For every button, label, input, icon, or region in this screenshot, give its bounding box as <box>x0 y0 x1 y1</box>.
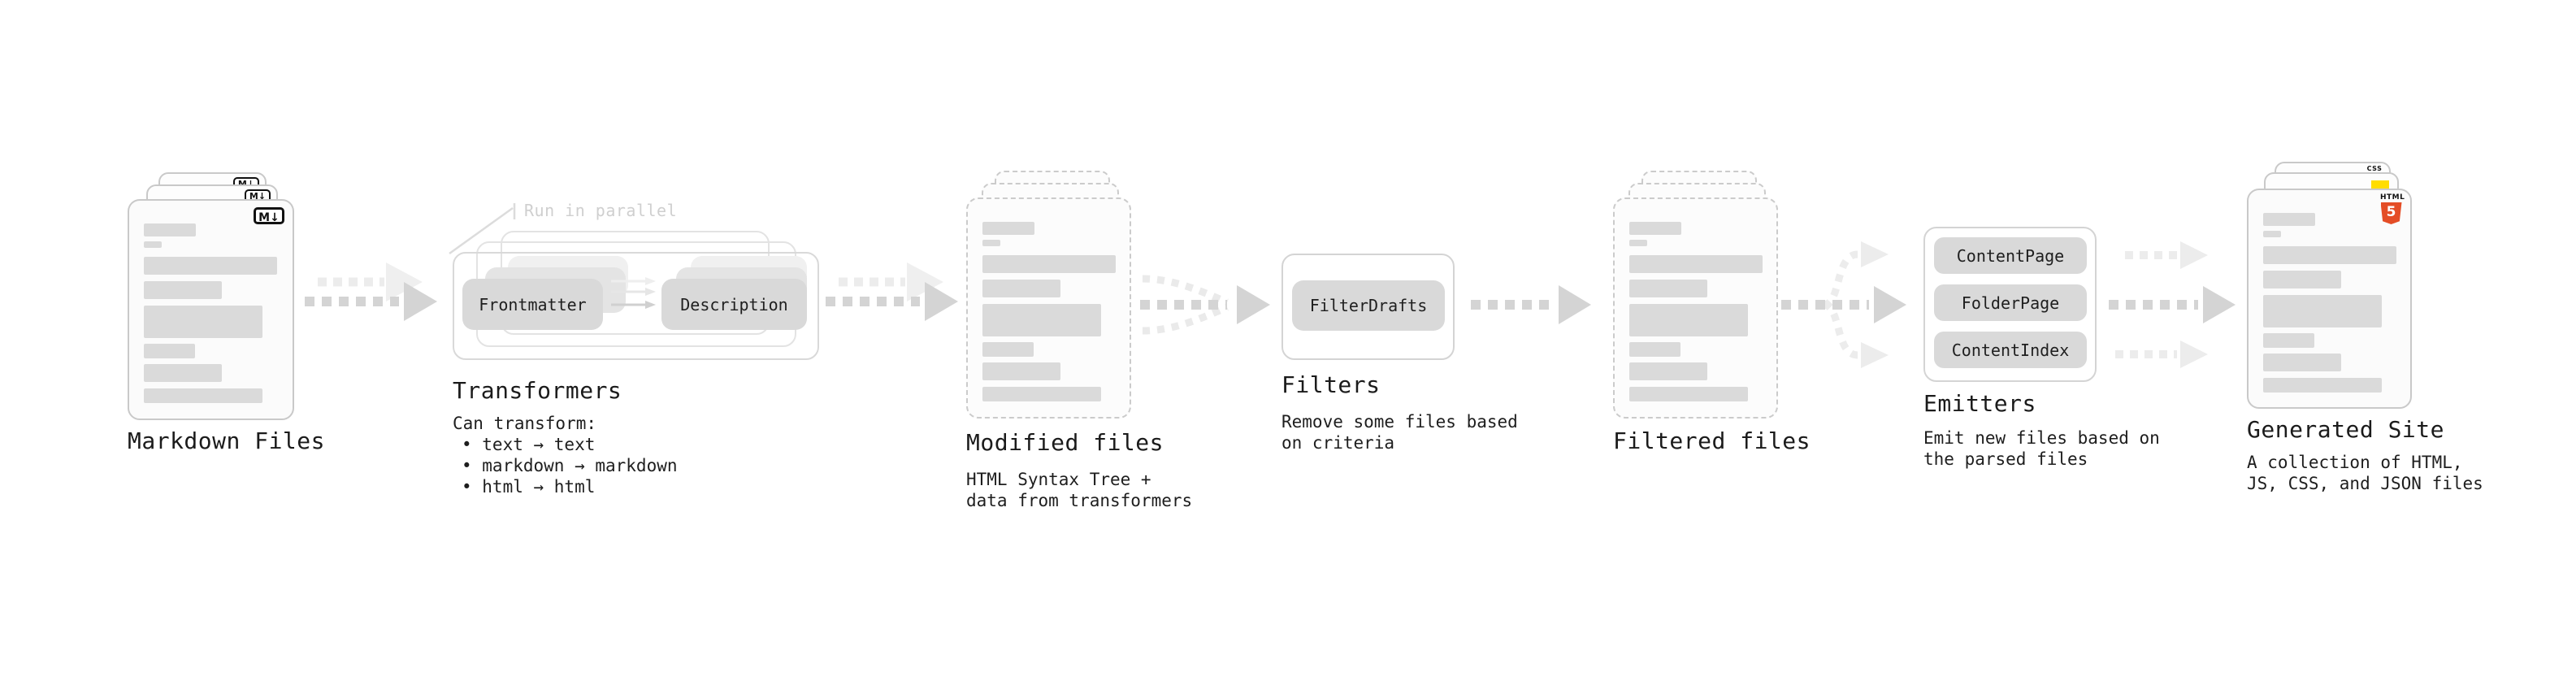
contentindex-pill: ContentIndex <box>1934 332 2087 368</box>
transformers-label: Transformers <box>453 377 622 404</box>
text-line-bar <box>2263 295 2382 327</box>
arrows-emitters-to-generated <box>2109 241 2236 368</box>
arrow-filters-to-filtered <box>1471 285 1591 324</box>
text-line-bar <box>2263 333 2314 348</box>
frontmatter-pill: Frontmatter <box>462 279 603 330</box>
emitters-description: Emit new files based on the parsed files <box>1923 428 2160 469</box>
arrow-markdown-to-transformers <box>305 262 437 321</box>
transformers-bullet: • markdown → markdown <box>462 456 678 475</box>
text-line-bar <box>982 222 1034 235</box>
filtered-file-card-front <box>1613 197 1778 419</box>
filterdrafts-pill: FilterDrafts <box>1292 280 1445 331</box>
document-placeholder-lines <box>982 222 1116 401</box>
text-line-bar <box>982 342 1034 357</box>
folderpage-pill: FolderPage <box>1934 284 2087 321</box>
markdown-file-card-front: M↓ <box>128 199 294 420</box>
transformers-bullet: • html → html <box>462 477 596 497</box>
arrow-filtered-to-emitters-fanout <box>1781 241 1906 368</box>
document-placeholder-lines <box>1629 222 1763 401</box>
transformer-box-front <box>453 252 819 360</box>
arrow-modified-to-filters-merge <box>1140 275 1270 335</box>
modified-files-description: HTML Syntax Tree + data from transformer… <box>966 470 1193 510</box>
text-line-bar <box>144 344 195 358</box>
contentpage-pill: ContentPage <box>1934 237 2087 274</box>
text-line-bar <box>1629 304 1748 336</box>
markdown-icon: M↓ <box>254 207 284 224</box>
text-line-bar <box>982 362 1060 380</box>
text-line-bar <box>144 241 162 248</box>
callout-leader-line <box>449 203 516 255</box>
text-line-bar <box>2263 231 2281 237</box>
text-line-bar <box>1629 362 1707 380</box>
javascript-icon <box>2371 180 2389 190</box>
text-line-bar <box>1629 222 1681 235</box>
modified-file-card-front <box>966 197 1131 419</box>
text-line-bar <box>1629 387 1748 401</box>
text-line-bar <box>144 364 222 382</box>
document-placeholder-lines <box>144 223 277 403</box>
text-line-bar <box>1629 280 1707 297</box>
text-line-bar <box>1629 240 1647 246</box>
text-line-bar <box>982 255 1116 273</box>
text-line-bar <box>982 280 1060 297</box>
arrow-transformers-to-modified <box>826 262 958 321</box>
text-line-bar <box>144 257 277 275</box>
text-line-bar <box>982 304 1101 336</box>
text-line-bar <box>1629 342 1680 357</box>
text-line-bar <box>2263 354 2341 371</box>
text-line-bar <box>144 223 196 236</box>
generated-file-card-front: HTML 5 <box>2247 189 2412 409</box>
text-line-bar <box>2263 271 2341 288</box>
text-line-bar <box>982 240 1000 246</box>
text-line-bar <box>2263 213 2315 226</box>
text-line-bar <box>144 281 222 299</box>
transformers-bullet: • text → text <box>462 435 596 454</box>
text-line-bar <box>1629 255 1763 273</box>
text-line-bar <box>2263 246 2396 264</box>
parallel-flow-arrows-icon <box>611 277 656 309</box>
description-pill: Description <box>661 279 807 330</box>
filters-description: Remove some files based on criteria <box>1281 412 1518 453</box>
text-line-bar <box>144 306 262 338</box>
generated-site-label: Generated Site <box>2247 416 2445 443</box>
run-in-parallel-annotation: Run in parallel <box>524 201 678 220</box>
modified-files-label: Modified files <box>966 429 1164 456</box>
transformers-subtitle: Can transform: <box>453 414 597 433</box>
html5-icon: HTML 5 <box>2380 194 2405 224</box>
filtered-files-label: Filtered files <box>1613 427 1811 454</box>
filters-label: Filters <box>1281 371 1381 398</box>
text-line-bar <box>982 387 1101 401</box>
generated-site-description: A collection of HTML, JS, CSS, and JSON … <box>2247 453 2483 493</box>
text-line-bar <box>2263 378 2382 393</box>
document-placeholder-lines <box>2263 213 2396 393</box>
emitters-label: Emitters <box>1923 390 2036 417</box>
text-line-bar <box>144 388 262 403</box>
markdown-files-label: Markdown Files <box>128 427 326 454</box>
